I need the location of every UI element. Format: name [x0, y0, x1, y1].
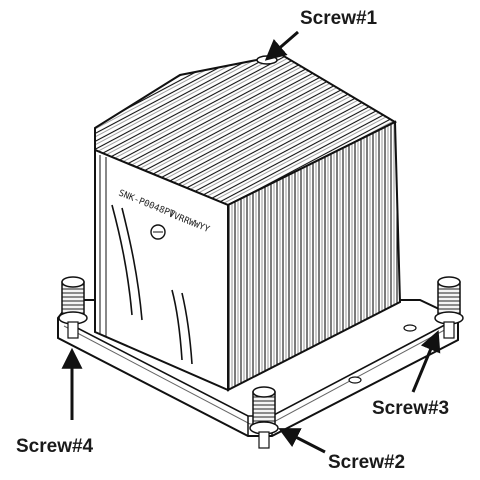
label-screw-3: Screw#3 — [372, 398, 449, 419]
screw-4 — [58, 276, 88, 339]
mounting-hole — [403, 324, 417, 332]
screw-2 — [249, 386, 279, 449]
label-screw-4: Screw#4 — [16, 436, 94, 457]
callout-screw-3: Screw#3 — [372, 330, 449, 419]
screw-3 — [434, 276, 464, 339]
screw-1 — [256, 55, 278, 65]
label-screw-2: Screw#2 — [328, 452, 405, 473]
fin-stack: SNK-P0048PT VVRRWWYY — [94, 53, 402, 392]
label-screw-1: Screw#1 — [300, 8, 378, 29]
callout-screw-2: Screw#2 — [278, 428, 405, 473]
mounting-hole — [348, 376, 362, 384]
callout-screw-4: Screw#4 — [16, 347, 94, 457]
callout-screw-1: Screw#1 — [264, 8, 378, 61]
